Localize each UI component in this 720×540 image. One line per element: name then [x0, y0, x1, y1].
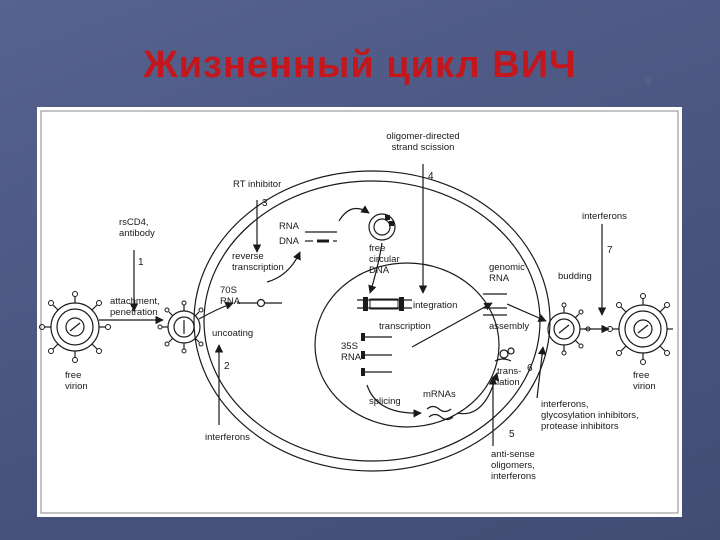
budding-virion: [547, 302, 591, 356]
arrow-splicing: [366, 384, 422, 418]
step-3: 3: [262, 198, 268, 209]
label-inhibitors-1: interferons,: [541, 399, 589, 410]
label-reverse-transcription-2: transcription: [232, 262, 284, 273]
step-5: 5: [509, 429, 515, 440]
label-genomic-rna-1: genomic: [489, 262, 525, 273]
step-1: 1: [138, 257, 144, 268]
rna70s-strand: [237, 298, 282, 308]
arrow-to-circular-dna: [338, 205, 370, 222]
label-transcription: transcription: [379, 321, 431, 332]
arrow-to-integration: [368, 242, 383, 294]
label-budding: budding: [558, 271, 592, 282]
label-attachment-1: attachment,: [110, 296, 160, 307]
label-reverse-transcription-1: reverse: [232, 251, 264, 262]
label-attachment-2: penetration: [110, 307, 158, 318]
arrow-reverse-transcription: [266, 251, 301, 283]
label-free-circular-dna-1: free: [369, 243, 385, 254]
free-circular-dna: [368, 213, 396, 241]
label-rscd4-2: antibody: [119, 228, 155, 239]
hiv-life-cycle-diagram: oligomer-directed strand scission 4 RT i…: [37, 107, 682, 517]
diagram-frame: [40, 110, 679, 514]
diagram-canvas: oligomer-directed strand scission 4 RT i…: [39, 110, 679, 514]
label-interferons-left: interferons: [205, 432, 250, 443]
label-genomic-rna-2: RNA: [489, 273, 510, 284]
arrow-to-translation: [456, 372, 500, 415]
step-6: 6: [527, 363, 533, 374]
step-7: 7: [607, 245, 613, 256]
label-free-virion-left-2: virion: [65, 381, 88, 392]
label-antisense-2: oligomers,: [491, 460, 535, 471]
ribosomes: [494, 347, 515, 362]
rna-dna-hybrid: [305, 231, 337, 243]
label-antisense-3: interferons: [491, 471, 536, 482]
label-35s-rna-1: 35S: [341, 341, 358, 352]
label-35s-rna-2: RNA: [341, 352, 362, 363]
step-4: 4: [428, 171, 434, 182]
label-free-virion-right-2: virion: [633, 381, 656, 392]
free-virion-right: [607, 293, 673, 365]
label-oligomer-1: oligomer-directed: [386, 131, 459, 142]
label-uncoating: uncoating: [212, 328, 253, 339]
arrow-to-70s: [198, 301, 234, 320]
label-free-circular-dna-3: DNA: [369, 265, 390, 276]
rna35s-strands: [361, 333, 392, 376]
attaching-virion: [157, 300, 204, 354]
label-assembly: assembly: [489, 321, 529, 332]
nucleus: [314, 262, 500, 428]
label-free-circular-dna-2: circular: [369, 254, 400, 265]
label-antisense-1: anti-sense: [491, 449, 535, 460]
label-70s-rna-2: RNA: [220, 296, 241, 307]
slide-title: Жизненный цикл ВИЧ: [143, 44, 577, 86]
label-inhibitors-3: protease inhibitors: [541, 421, 619, 432]
label-free-virion-right-1: free: [633, 370, 649, 381]
label-70s-rna-1: 70S: [220, 285, 237, 296]
label-rt-inhibitor: RT inhibitor: [233, 179, 281, 190]
label-dna: DNA: [279, 236, 300, 247]
label-interferons-top: interferons: [582, 211, 627, 222]
label-inhibitors-2: glycosylation inhibitors,: [541, 410, 639, 421]
arrow-to-genomic: [411, 302, 493, 348]
label-integration: integration: [413, 300, 457, 311]
step-2: 2: [224, 361, 230, 372]
integrated-provirus: [357, 297, 412, 311]
free-virion-left: [39, 291, 111, 363]
mrna-squiggles: [426, 405, 454, 421]
label-mrnas: mRNAs: [423, 389, 456, 400]
label-rscd4-1: rsCD4,: [119, 217, 149, 228]
label-translation-1: trans-: [497, 366, 521, 377]
arrow-inhibitors: [536, 346, 547, 399]
label-rna: RNA: [279, 221, 300, 232]
label-free-virion-left-1: free: [65, 370, 81, 381]
label-translation-2: lation: [497, 377, 520, 388]
label-splicing: splicing: [369, 396, 401, 407]
label-oligomer-2: strand scission: [392, 142, 455, 153]
arrow-to-assembly: [506, 303, 547, 322]
